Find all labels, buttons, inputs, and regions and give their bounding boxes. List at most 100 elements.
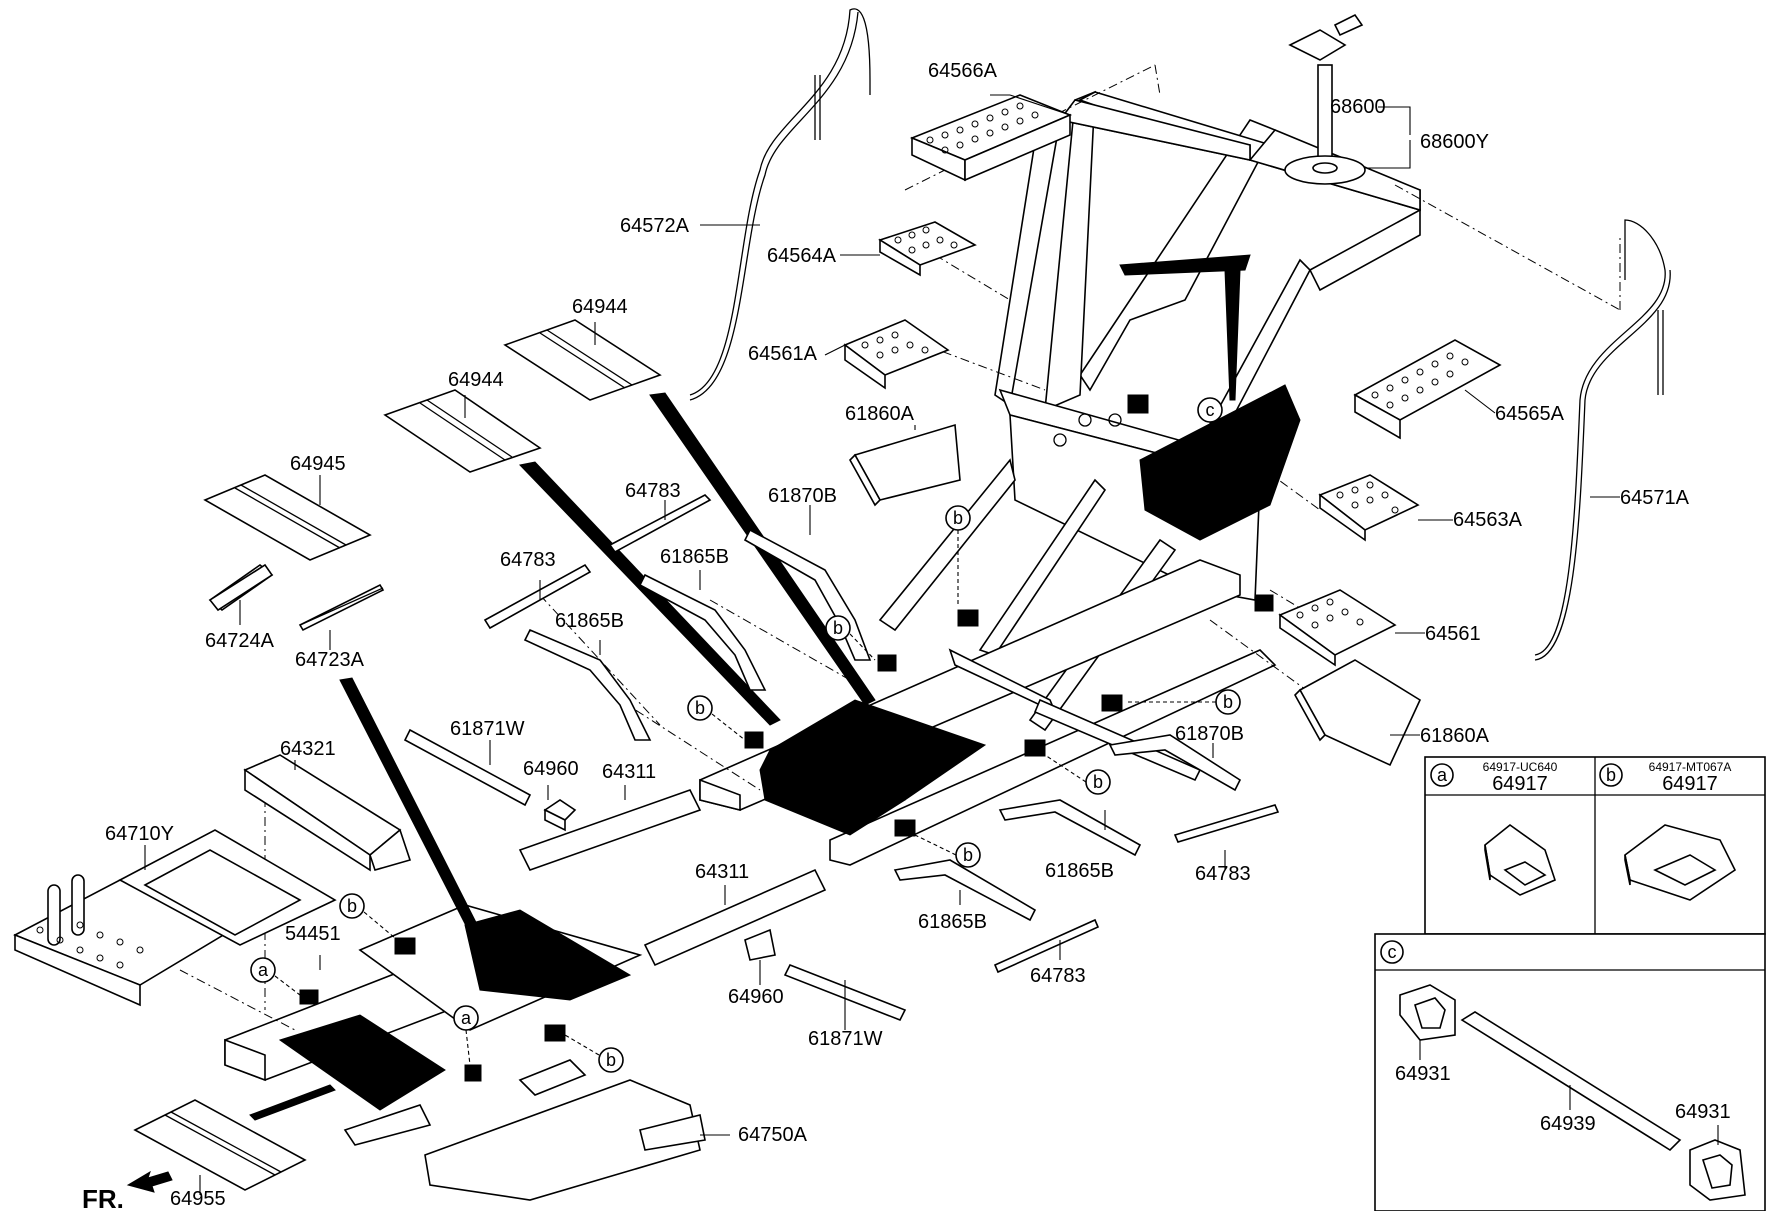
bracket-64960-lower (744, 928, 776, 961)
step-plate-64561A (843, 319, 950, 390)
label-64563A: 64563A (1453, 509, 1523, 531)
bracket-64724A (208, 563, 274, 612)
label-54451: 54451 (285, 923, 341, 945)
legend-a: a 64917-UC640 64917 (1430, 760, 1558, 896)
panel-64944-mid (383, 389, 542, 473)
label-64783-b: 64783 (500, 549, 556, 571)
label-64960-b: 64960 (728, 986, 784, 1008)
label-64321: 64321 (280, 738, 336, 760)
label-61860A-upper: 61860A (845, 403, 915, 425)
label-64783-d: 64783 (1030, 965, 1086, 987)
label-64955: 64955 (170, 1188, 226, 1210)
bracket-61860A-lower (1294, 659, 1422, 767)
label-61870B-a: 61870B (768, 485, 837, 507)
svg-text:b: b (1606, 765, 1616, 785)
label-64571A: 64571A (1620, 487, 1690, 509)
label-61865B-c: 61865B (1045, 860, 1114, 882)
svg-text:a: a (461, 1008, 472, 1028)
legend-c-part-64939: 64939 (1540, 1113, 1596, 1135)
mount-block-b-icon (1624, 824, 1737, 901)
label-64565A: 64565A (1495, 403, 1565, 425)
label-64311-b: 64311 (695, 861, 749, 883)
label-68600Y: 68600Y (1420, 131, 1489, 153)
label-64783-c: 64783 (1195, 863, 1251, 885)
rollover-hoops (689, 8, 1671, 661)
cover-panels (133, 319, 662, 1191)
part-labels: 64566A 68600 68600Y 64572A 64564A 64944 … (105, 60, 1690, 1210)
svg-text:64917-UC640: 64917-UC640 (1483, 760, 1558, 774)
legend-box: a 64917-UC640 64917 b 64917-MT067A 64917 (1374, 756, 1766, 1211)
svg-text:64917-MT067A: 64917-MT067A (1649, 760, 1732, 774)
rod-64939-icon (1460, 1011, 1682, 1152)
label-64723A: 64723A (295, 649, 365, 671)
label-61870B-b: 61870B (1175, 723, 1244, 745)
step-plate-64563A (1318, 474, 1420, 542)
legend-b: b 64917-MT067A 64917 (1599, 760, 1737, 901)
callout-b-7: b (339, 893, 396, 939)
bracket-64960-upper (543, 799, 577, 832)
label-68600: 68600 (1330, 96, 1386, 118)
label-64724A: 64724A (205, 630, 275, 652)
callout-b-2: b (825, 615, 876, 661)
front-direction-marker: FR. (82, 1170, 173, 1211)
label-64783-a: 64783 (625, 480, 681, 502)
label-64960-a: 64960 (523, 758, 579, 780)
label-64572A: 64572A (620, 215, 690, 237)
step-plate-64566A (909, 94, 1073, 182)
strap-64723A (299, 587, 384, 626)
frame-64710Y (118, 829, 337, 946)
legend-c: c 64931 64939 64931 (1380, 940, 1746, 1201)
black-mats (278, 254, 1301, 1111)
step-plate-64561 (1278, 589, 1397, 667)
front-arrow-icon (126, 1170, 173, 1193)
mount-block-a-icon (1484, 823, 1556, 896)
misc-components (118, 13, 1422, 961)
label-64561: 64561 (1425, 623, 1481, 645)
svg-text:a: a (258, 960, 269, 980)
svg-text:64917: 64917 (1492, 773, 1548, 795)
label-61860A-lower: 61860A (1420, 725, 1490, 747)
label-61865B-a: 61865B (660, 546, 729, 568)
panel-64944-top (503, 319, 662, 401)
callout-b-3: b (687, 695, 746, 741)
svg-text:64917: 64917 (1662, 773, 1718, 795)
front-label: FR. (82, 1184, 124, 1211)
callout-a-2: a (453, 1005, 479, 1066)
step-plate-64565A (1353, 339, 1502, 440)
clamp-64931-right-icon (1689, 1139, 1746, 1201)
leader-lines (144, 94, 1620, 1195)
callout-c-main: c (1197, 397, 1223, 475)
svg-text:b: b (833, 618, 843, 638)
callout-b-4: b (1125, 689, 1241, 715)
svg-text:b: b (695, 698, 705, 718)
label-61865B-d: 61865B (918, 911, 987, 933)
label-64945: 64945 (290, 453, 346, 475)
svg-text:a: a (1437, 765, 1448, 785)
chassis-rails (699, 559, 1277, 866)
legend-c-part-64931-left: 64931 (1395, 1063, 1451, 1085)
svg-text:c: c (1206, 400, 1215, 420)
callout-b-8: b (564, 1034, 624, 1073)
label-64944-mid: 64944 (448, 369, 504, 391)
label-64564A: 64564A (767, 245, 837, 267)
svg-text:b: b (606, 1050, 616, 1070)
label-64750A: 64750A (738, 1124, 808, 1146)
callout-b-1: b (945, 505, 971, 605)
step-plate-64564A (878, 221, 977, 277)
callout-a-1: a (250, 957, 301, 996)
svg-text:b: b (963, 845, 973, 865)
svg-text:b: b (347, 896, 357, 916)
box-64321 (243, 754, 412, 872)
label-61865B-b: 61865B (555, 610, 624, 632)
label-64561A: 64561A (748, 343, 818, 365)
label-64566A: 64566A (928, 60, 998, 82)
rod-brackets (208, 494, 1280, 1022)
svg-text:b: b (1223, 692, 1233, 712)
label-64311-a: 64311 (602, 761, 656, 783)
plate-perforations (36, 102, 1469, 969)
svg-text:c: c (1388, 942, 1397, 962)
callout-b-6: b (914, 834, 981, 868)
panel-64955 (133, 1099, 307, 1191)
panel-64945 (203, 474, 372, 561)
